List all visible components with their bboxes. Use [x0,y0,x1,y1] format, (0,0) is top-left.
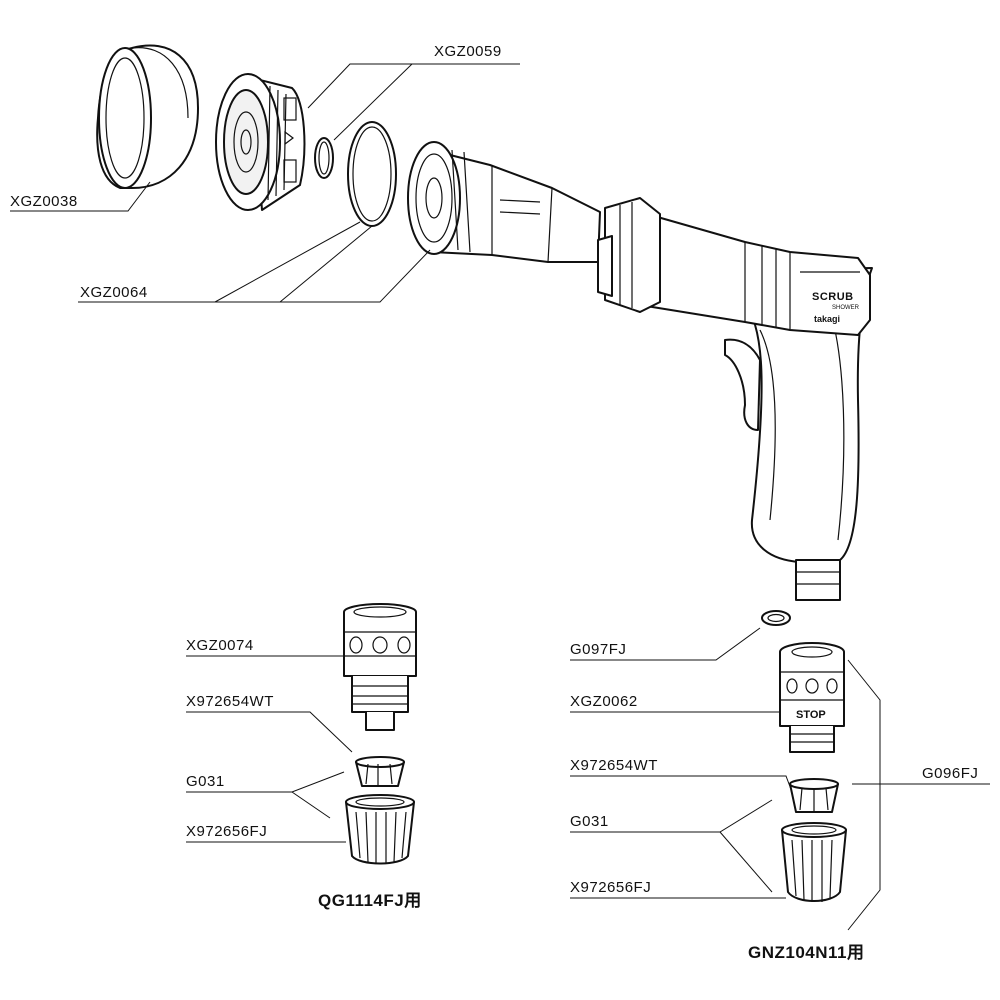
part-xgz0059-oring [347,121,397,227]
leader-lines [10,63,990,931]
label-x972656fj-right: X972656FJ [570,879,651,896]
label-x972654wt-left: X972654WT [186,693,274,710]
label-xgz0062: XGZ0062 [570,693,638,710]
part-labels: XGZ0059 XGZ0038 XGZ0064 XGZ0074 X972654W… [10,43,978,962]
gun-logo: SCRUB [812,291,854,303]
label-xgz0074: XGZ0074 [186,637,254,654]
part-xgz0062-connector: STOP [779,642,845,753]
part-x972656fj-nut-right [781,822,847,902]
spray-gun-body: SCRUB SHOWER takagi [597,197,873,601]
label-xgz0064: XGZ0064 [80,284,148,301]
part-x972654wt-collet-right [789,778,839,813]
part-xgz0038-cap [96,44,199,189]
part-valve-assembly [407,141,601,263]
label-g031-left: G031 [186,773,225,790]
caption-left-set: QG1114FJ用 [318,891,422,910]
part-xgz0074-connector [343,603,417,731]
part-x972656fj-nut-left [345,794,415,865]
gun-logo-sub: SHOWER [832,305,860,311]
part-xgz0064-plate [215,73,306,211]
label-g031-right: G031 [570,813,609,830]
gun-brand: takagi [814,314,840,324]
label-xgz0038: XGZ0038 [10,193,78,210]
stop-mark: STOP [796,709,826,721]
caption-right-set: GNZ104N11用 [748,943,865,962]
part-x972654wt-collet-left [355,756,405,787]
label-g097fj: G097FJ [570,641,626,658]
part-g097fj-oring [761,610,791,626]
label-g096fj: G096FJ [922,765,978,782]
label-xgz0059: XGZ0059 [434,43,502,60]
label-x972654wt-right: X972654WT [570,757,658,774]
part-small-oring [314,137,334,179]
label-x972656fj-left: X972656FJ [186,823,267,840]
